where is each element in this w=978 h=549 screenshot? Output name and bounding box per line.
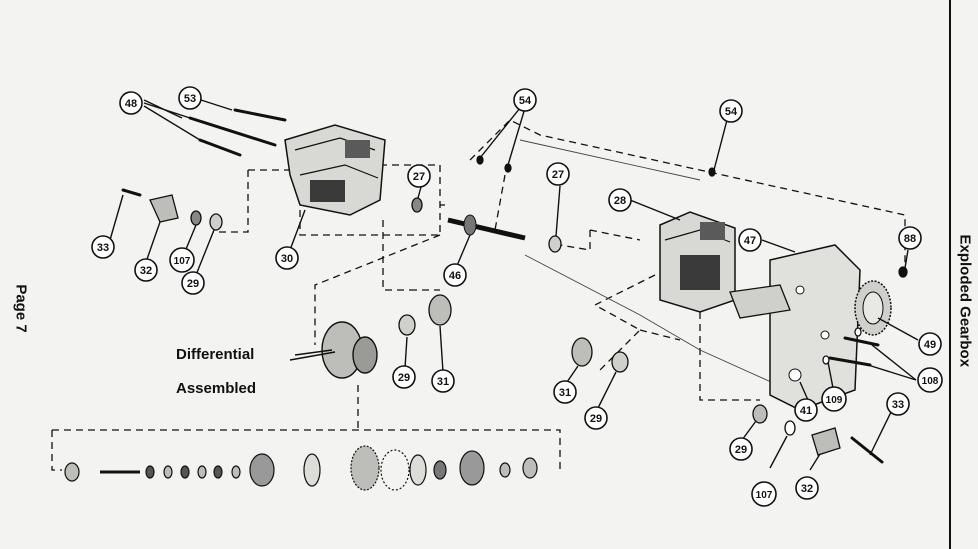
- differential-exploded-row: [64, 445, 538, 491]
- callout-c47: 47: [738, 228, 762, 252]
- callout-circle: [546, 162, 570, 186]
- callout-number: 32: [140, 265, 152, 277]
- callout-c32a: 32: [134, 258, 158, 282]
- callout-number: 54: [519, 95, 532, 107]
- callout-c30: 30: [275, 246, 299, 270]
- callout-circle: [443, 263, 467, 287]
- callout-circle: [431, 369, 455, 393]
- callout-c27b: 27: [546, 162, 570, 186]
- callout-circle: [169, 247, 195, 273]
- callout-circle: [729, 437, 753, 461]
- callout-number: 109: [826, 395, 843, 406]
- callout-circle: [886, 392, 910, 416]
- callout-number: 47: [744, 235, 756, 247]
- callout-circle: [392, 365, 416, 389]
- callout-circle: [407, 164, 431, 188]
- page-title: Exploded Gearbox: [956, 234, 974, 368]
- callout-number: 53: [184, 93, 196, 105]
- callout-number: 46: [449, 270, 461, 282]
- callout-c28: 28: [608, 188, 632, 212]
- callout-number: 29: [398, 372, 410, 384]
- callout-c31a: 31: [431, 369, 455, 393]
- callout-c46: 46: [443, 263, 467, 287]
- callout-circle: [608, 188, 632, 212]
- callout-number: 27: [552, 169, 564, 181]
- callout-c109: 109: [821, 386, 847, 412]
- callout-number: 88: [904, 233, 916, 245]
- callout-circle: [181, 271, 205, 295]
- callout-c108: 108: [917, 367, 943, 393]
- small-parts: [149, 155, 908, 456]
- callout-number: 29: [735, 444, 747, 456]
- callout-c33b: 33: [886, 392, 910, 416]
- callout-number: 41: [800, 405, 812, 417]
- callout-number: 108: [922, 376, 939, 387]
- callout-circle: [134, 258, 158, 282]
- callout-c54b: 54: [719, 99, 743, 123]
- callout-circle: [553, 380, 577, 404]
- callout-number: 49: [924, 339, 936, 351]
- callout-c107b: 107: [751, 481, 777, 507]
- end-plate-part: [729, 244, 861, 411]
- callout-circle: [584, 406, 608, 430]
- callout-number: 29: [187, 278, 199, 290]
- differential-label: Differential: [176, 346, 255, 363]
- callout-c27a: 27: [407, 164, 431, 188]
- assembled-label: Assembled: [176, 380, 257, 397]
- callout-number: 31: [559, 387, 571, 399]
- callout-c88: 88: [898, 226, 922, 250]
- callout-c54a: 54: [513, 88, 537, 112]
- callout-number: 27: [413, 171, 425, 183]
- callout-circle: [821, 386, 847, 412]
- callout-number: 33: [892, 399, 904, 411]
- callout-number: 107: [756, 490, 773, 501]
- callout-number: 48: [125, 98, 137, 110]
- callout-c29b: 29: [392, 365, 416, 389]
- callout-circle: [275, 246, 299, 270]
- callout-c48a: 48: [119, 91, 143, 115]
- left-housing-part: [284, 124, 386, 216]
- callout-circle: [898, 226, 922, 250]
- callout-number: 33: [97, 242, 109, 254]
- thin-guide-lines: [519, 139, 801, 396]
- callout-c33a: 33: [91, 235, 115, 259]
- callout-number: 28: [614, 195, 626, 207]
- callout-c107a: 107: [169, 247, 195, 273]
- callout-circle: [795, 476, 819, 500]
- callout-c31b: 31: [553, 380, 577, 404]
- bolts: [121, 108, 884, 464]
- callout-c41: 41: [794, 398, 818, 422]
- callout-circle: [738, 228, 762, 252]
- callout-circle: [794, 398, 818, 422]
- leader-lines: [109, 99, 919, 471]
- callout-c32b: 32: [795, 476, 819, 500]
- shaft-part: [447, 214, 526, 241]
- callout-circle: [513, 88, 537, 112]
- callout-circle: [119, 91, 143, 115]
- callout-c29d: 29: [729, 437, 753, 461]
- callout-c53: 53: [178, 86, 202, 110]
- center-housing-part: [659, 211, 736, 313]
- differential-assembly: [294, 321, 378, 379]
- callout-circle: [918, 332, 942, 356]
- callout-c49: 49: [918, 332, 942, 356]
- page-number: Page 7: [12, 284, 30, 333]
- callout-number: 31: [437, 376, 449, 388]
- callout-number: 54: [725, 106, 738, 118]
- callout-number: 29: [590, 413, 602, 425]
- callout-c29a: 29: [181, 271, 205, 295]
- callout-number: 32: [801, 483, 813, 495]
- callout-circle: [178, 86, 202, 110]
- callout-number: 30: [281, 253, 293, 265]
- callout-circle: [917, 367, 943, 393]
- callout-c29c: 29: [584, 406, 608, 430]
- callout-circle: [719, 99, 743, 123]
- callout-circle: [91, 235, 115, 259]
- callout-layer: 48 53 54 54 27 27 28 47 88 33 32 107 29 30 46 29 31 31 29 4…: [91, 86, 943, 507]
- callout-number: 107: [174, 256, 191, 267]
- large-gear-part: [854, 280, 892, 336]
- callout-circle: [751, 481, 777, 507]
